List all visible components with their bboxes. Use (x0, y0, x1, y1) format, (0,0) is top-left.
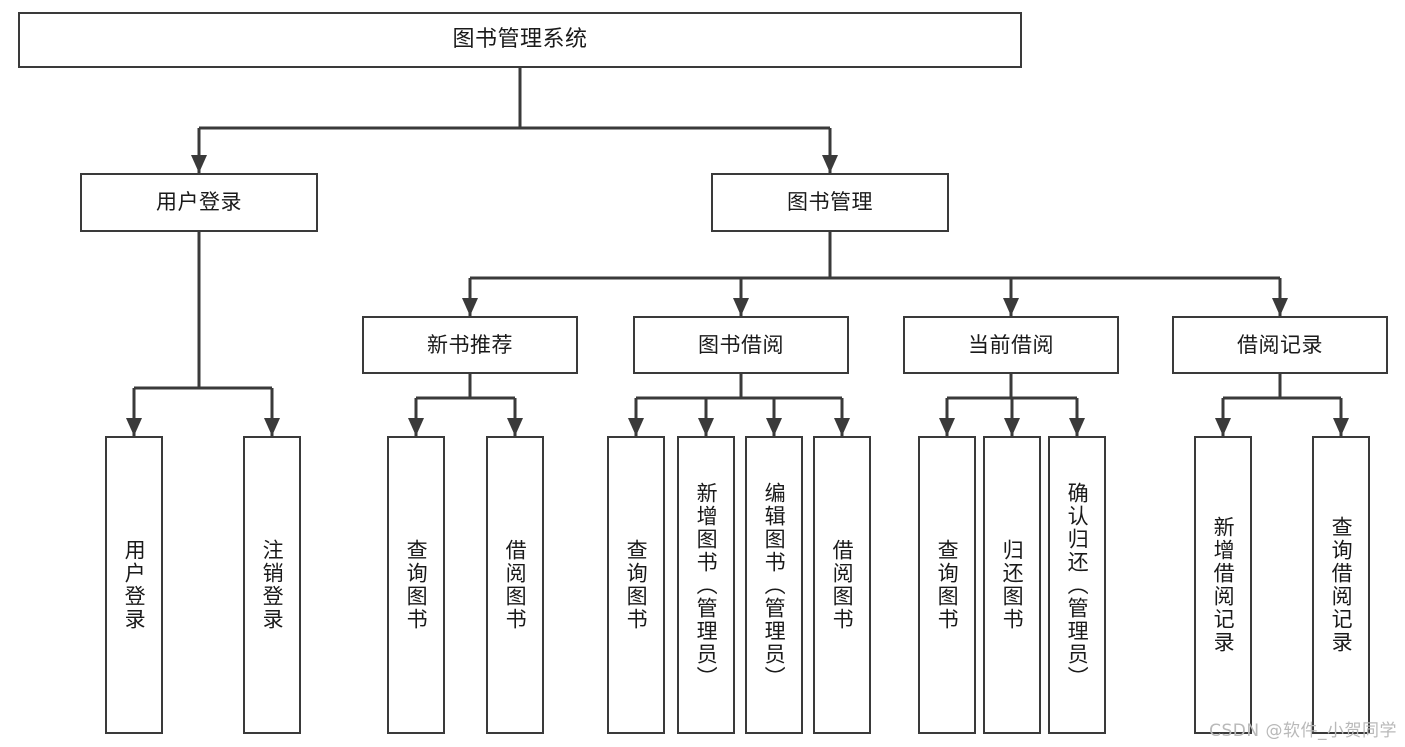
watermark-text: CSDN @软件_小贺同学 (1209, 721, 1397, 741)
node-borrow-record[interactable]: 借阅记录 (1172, 316, 1388, 374)
node-label-leaf-user-login: 用户登录 (122, 539, 147, 631)
node-label-leaf-borrow-book: 借阅图书 (830, 539, 855, 631)
node-root[interactable]: 图书管理系统 (18, 12, 1022, 68)
node-label-book-borrow: 图书借阅 (698, 332, 784, 357)
node-leaf-return-book[interactable]: 归还图书 (983, 436, 1041, 734)
node-leaf-add-borrow-record[interactable]: 新增借阅记录 (1194, 436, 1252, 734)
node-label-book-management: 图书管理 (787, 190, 873, 215)
node-label-leaf-add-book-admin: 新增图书（管理员） (694, 481, 719, 689)
node-leaf-confirm-return-admin[interactable]: 确认归还（管理员） (1048, 436, 1106, 734)
node-label-leaf-query-book-borrow: 查询图书 (624, 539, 649, 631)
node-label-leaf-edit-book-admin: 编辑图书（管理员） (762, 481, 787, 689)
node-label-leaf-add-borrow-record: 新增借阅记录 (1211, 516, 1236, 654)
node-label-leaf-logout: 注销登录 (260, 539, 285, 631)
node-leaf-borrow-book-recommend[interactable]: 借阅图书 (486, 436, 544, 734)
node-leaf-query-book-current[interactable]: 查询图书 (918, 436, 976, 734)
node-book-borrow[interactable]: 图书借阅 (633, 316, 849, 374)
node-label-leaf-borrow-book-recommend: 借阅图书 (503, 539, 528, 631)
node-label-leaf-query-borrow-record: 查询借阅记录 (1329, 516, 1354, 654)
node-label-leaf-confirm-return-admin: 确认归还（管理员） (1065, 481, 1090, 689)
node-new-book-recommend[interactable]: 新书推荐 (362, 316, 578, 374)
node-leaf-logout[interactable]: 注销登录 (243, 436, 301, 734)
node-leaf-borrow-book[interactable]: 借阅图书 (813, 436, 871, 734)
node-leaf-query-book-recommend[interactable]: 查询图书 (387, 436, 445, 734)
node-leaf-edit-book-admin[interactable]: 编辑图书（管理员） (745, 436, 803, 734)
node-leaf-add-book-admin[interactable]: 新增图书（管理员） (677, 436, 735, 734)
node-label-leaf-query-book-recommend: 查询图书 (404, 539, 429, 631)
node-user-login[interactable]: 用户登录 (80, 173, 318, 232)
node-current-borrow[interactable]: 当前借阅 (903, 316, 1119, 374)
node-leaf-user-login[interactable]: 用户登录 (105, 436, 163, 734)
node-book-management[interactable]: 图书管理 (711, 173, 949, 232)
node-leaf-query-book-borrow[interactable]: 查询图书 (607, 436, 665, 734)
node-label-root: 图书管理系统 (452, 27, 588, 53)
node-label-current-borrow: 当前借阅 (968, 332, 1054, 357)
node-label-new-book-recommend: 新书推荐 (427, 332, 513, 357)
node-label-borrow-record: 借阅记录 (1237, 332, 1323, 357)
node-label-user-login: 用户登录 (156, 190, 242, 215)
node-label-leaf-return-book: 归还图书 (1000, 539, 1025, 631)
node-label-leaf-query-book-current: 查询图书 (935, 539, 960, 631)
node-leaf-query-borrow-record[interactable]: 查询借阅记录 (1312, 436, 1370, 734)
